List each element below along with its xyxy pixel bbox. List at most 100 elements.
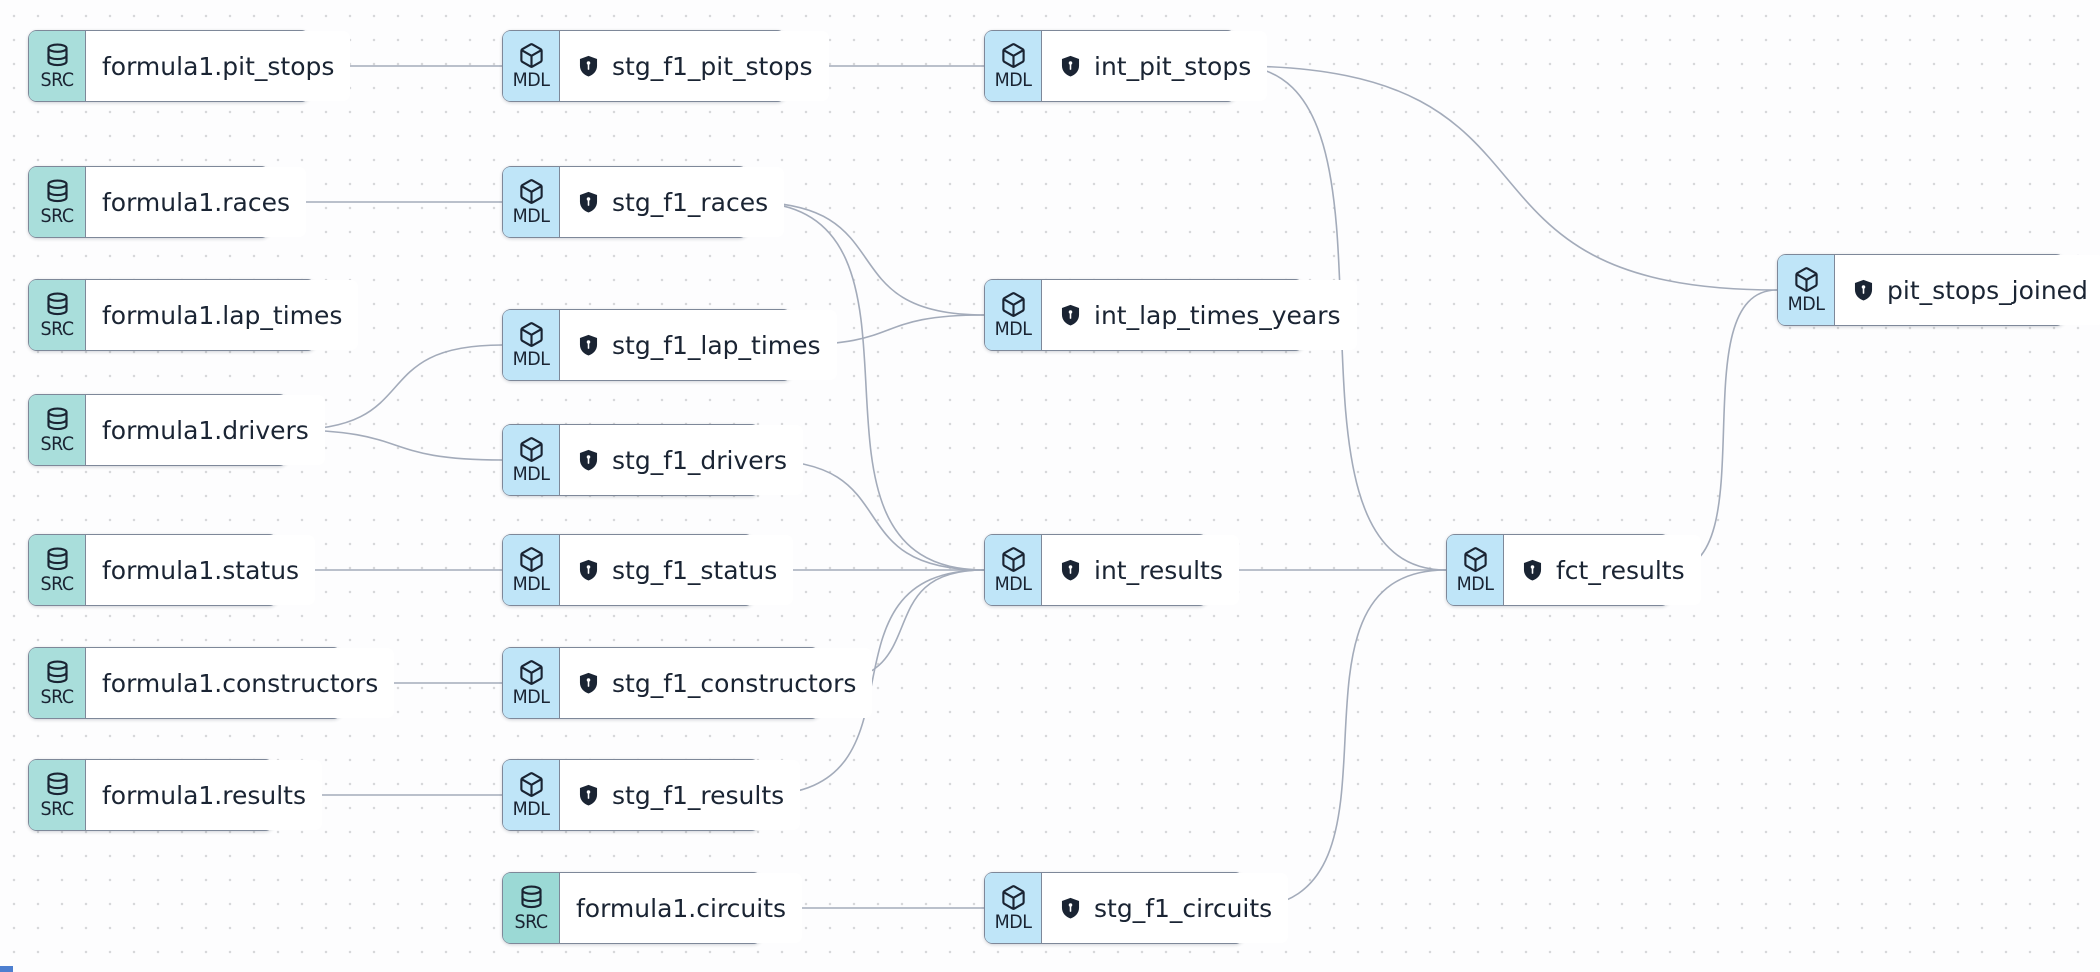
node-type-label: SRC bbox=[40, 318, 74, 340]
node-stg_f1_results[interactable]: MDL stg_f1_results bbox=[502, 759, 801, 831]
node-formula1.status[interactable]: SRC formula1.status bbox=[28, 534, 316, 606]
shield-contract-icon bbox=[1523, 559, 1542, 580]
source-type-badge: SRC bbox=[29, 648, 86, 718]
node-type-label: MDL bbox=[512, 348, 550, 370]
node-int_pit_stops[interactable]: MDL int_pit_stops bbox=[984, 30, 1268, 102]
source-type-badge: SRC bbox=[29, 167, 86, 237]
node-formula1.constructors[interactable]: SRC formula1.constructors bbox=[28, 647, 395, 719]
node-type-label: MDL bbox=[512, 463, 550, 485]
node-label: formula1.status bbox=[102, 555, 300, 585]
edge-fct_results--pit_stops_joined bbox=[1669, 289, 1778, 571]
model-cube-icon bbox=[519, 772, 543, 797]
model-type-badge: MDL bbox=[985, 280, 1042, 350]
node-stg_f1_status[interactable]: MDL stg_f1_status bbox=[502, 534, 794, 606]
node-label-area: int_pit_stops bbox=[1042, 31, 1268, 101]
node-label-area: stg_f1_status bbox=[560, 535, 794, 605]
node-label: stg_f1_constructors bbox=[612, 668, 857, 698]
node-stg_f1_drivers[interactable]: MDL stg_f1_drivers bbox=[502, 424, 803, 496]
node-label: stg_f1_drivers bbox=[612, 445, 787, 475]
node-type-label: MDL bbox=[512, 205, 550, 227]
node-label-area: formula1.constructors bbox=[86, 648, 395, 718]
node-type-label: SRC bbox=[40, 69, 74, 91]
node-type-label: SRC bbox=[40, 433, 74, 455]
node-type-label: MDL bbox=[512, 798, 550, 820]
node-label: formula1.constructors bbox=[102, 668, 379, 698]
model-type-badge: MDL bbox=[985, 873, 1042, 943]
model-cube-icon bbox=[1001, 885, 1025, 910]
node-stg_f1_races[interactable]: MDL stg_f1_races bbox=[502, 166, 785, 238]
model-cube-icon bbox=[1794, 267, 1818, 292]
model-type-badge: MDL bbox=[503, 167, 560, 237]
node-label: int_lap_times_years bbox=[1094, 300, 1341, 330]
node-type-label: MDL bbox=[1787, 293, 1825, 315]
node-label: stg_f1_pit_stops bbox=[612, 51, 813, 81]
database-icon bbox=[46, 660, 68, 684]
source-type-badge: SRC bbox=[29, 395, 86, 465]
node-type-label: MDL bbox=[1456, 573, 1494, 595]
source-type-badge: SRC bbox=[29, 31, 86, 101]
source-type-badge: SRC bbox=[29, 760, 86, 830]
model-type-badge: MDL bbox=[1778, 255, 1835, 325]
node-formula1.lap_times[interactable]: SRC formula1.lap_times bbox=[28, 279, 359, 351]
node-label-area: formula1.circuits bbox=[560, 873, 803, 943]
shield-contract-icon bbox=[1061, 897, 1080, 918]
node-label: formula1.drivers bbox=[102, 415, 309, 445]
node-label-area: formula1.status bbox=[86, 535, 316, 605]
node-type-label: SRC bbox=[40, 573, 74, 595]
node-formula1.results[interactable]: SRC formula1.results bbox=[28, 759, 323, 831]
node-label-area: formula1.lap_times bbox=[86, 280, 359, 350]
database-icon bbox=[46, 43, 68, 67]
node-type-label: MDL bbox=[994, 573, 1032, 595]
node-stg_f1_pit_stops[interactable]: MDL stg_f1_pit_stops bbox=[502, 30, 829, 102]
node-type-label: MDL bbox=[994, 69, 1032, 91]
database-icon bbox=[46, 547, 68, 571]
node-label: formula1.races bbox=[102, 187, 291, 217]
node-label-area: stg_f1_pit_stops bbox=[560, 31, 829, 101]
model-type-badge: MDL bbox=[503, 760, 560, 830]
node-label: stg_f1_status bbox=[612, 555, 778, 585]
node-label: stg_f1_lap_times bbox=[612, 330, 821, 360]
model-type-badge: MDL bbox=[985, 31, 1042, 101]
model-type-badge: MDL bbox=[503, 535, 560, 605]
database-icon bbox=[46, 772, 68, 796]
node-label-area: formula1.drivers bbox=[86, 395, 325, 465]
shield-contract-icon bbox=[579, 334, 598, 355]
node-stg_f1_lap_times[interactable]: MDL stg_f1_lap_times bbox=[502, 309, 837, 381]
model-cube-icon bbox=[519, 43, 543, 68]
node-type-label: SRC bbox=[40, 205, 74, 227]
node-type-label: MDL bbox=[512, 69, 550, 91]
shield-contract-icon bbox=[1854, 279, 1873, 300]
node-label-area: int_lap_times_years bbox=[1042, 280, 1357, 350]
shield-contract-icon bbox=[579, 784, 598, 805]
model-cube-icon bbox=[519, 660, 543, 685]
node-stg_f1_circuits[interactable]: MDL stg_f1_circuits bbox=[984, 872, 1289, 944]
shield-contract-icon bbox=[1061, 55, 1080, 76]
node-label: int_results bbox=[1094, 555, 1223, 585]
node-formula1.races[interactable]: SRC formula1.races bbox=[28, 166, 307, 238]
model-type-badge: MDL bbox=[503, 425, 560, 495]
node-label: stg_f1_circuits bbox=[1094, 893, 1273, 923]
database-icon bbox=[46, 407, 68, 431]
database-icon bbox=[46, 179, 68, 203]
node-int_lap_times_years[interactable]: MDL int_lap_times_years bbox=[984, 279, 1357, 351]
node-int_results[interactable]: MDL int_results bbox=[984, 534, 1239, 606]
node-fct_results[interactable]: MDL fct_results bbox=[1446, 534, 1701, 606]
model-type-badge: MDL bbox=[985, 535, 1042, 605]
node-label-area: fct_results bbox=[1504, 535, 1701, 605]
node-label: stg_f1_results bbox=[612, 780, 785, 810]
node-formula1.drivers[interactable]: SRC formula1.drivers bbox=[28, 394, 325, 466]
model-cube-icon bbox=[1463, 547, 1487, 572]
node-label: formula1.circuits bbox=[576, 893, 787, 923]
source-type-badge: SRC bbox=[503, 873, 560, 943]
shield-contract-icon bbox=[579, 191, 598, 212]
node-label-area: stg_f1_circuits bbox=[1042, 873, 1289, 943]
model-cube-icon bbox=[1001, 43, 1025, 68]
node-label: formula1.results bbox=[102, 780, 307, 810]
node-formula1.circuits[interactable]: SRC formula1.circuits bbox=[502, 872, 803, 944]
node-label-area: stg_f1_races bbox=[560, 167, 785, 237]
database-icon bbox=[46, 292, 68, 316]
